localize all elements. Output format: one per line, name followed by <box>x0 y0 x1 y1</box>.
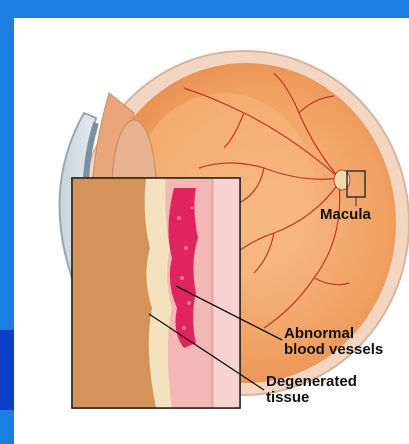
diagram-panel: Macula Abnormal blood vessels Degenerate… <box>14 18 409 444</box>
sclera-layer <box>214 178 240 408</box>
abnormal-vessels-label: Abnormal blood vessels <box>284 326 383 358</box>
degenerated-line1: Degenerated <box>266 374 357 390</box>
abnormal-line2: blood vessels <box>284 342 383 358</box>
degenerated-line2: tissue <box>266 390 357 406</box>
inset-cross-section <box>72 178 240 408</box>
degenerated-tissue-label: Degenerated tissue <box>266 374 357 406</box>
left-frame-accent <box>0 330 14 410</box>
abnormal-line1: Abnormal <box>284 326 383 342</box>
macula-label: Macula <box>320 207 371 223</box>
